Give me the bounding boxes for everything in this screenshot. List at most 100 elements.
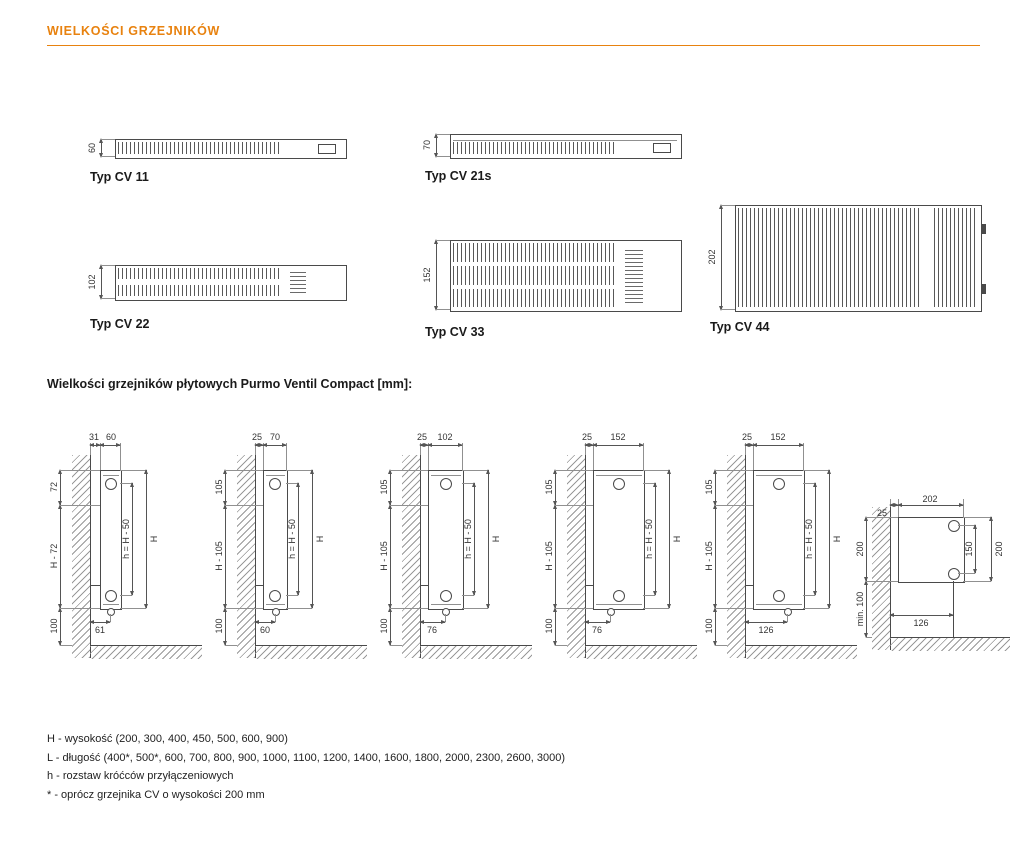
ext-line <box>866 517 898 518</box>
ext-line <box>120 483 132 484</box>
ext-line <box>101 298 115 299</box>
dim-line <box>744 443 754 447</box>
radiator-body <box>100 470 122 610</box>
dim-line <box>713 504 717 609</box>
conn-span-label: 150 <box>964 541 974 557</box>
fin-pattern <box>738 208 977 307</box>
cross-section-cv11: 60 Typ CV 11 <box>85 130 355 200</box>
connection-circle <box>948 568 960 580</box>
total-height-label: H <box>491 535 501 543</box>
ext-line <box>225 608 263 609</box>
dim-line <box>864 580 868 638</box>
depth-dim-label: 60 <box>87 142 97 154</box>
ext-line <box>255 443 256 455</box>
gap-dim-label: 31 <box>88 432 100 442</box>
floor-hatch <box>255 645 367 659</box>
ext-line <box>100 443 101 470</box>
radiator-body <box>428 470 464 610</box>
wall-hatch <box>72 455 91 658</box>
ext-line <box>120 443 121 470</box>
ext-line <box>643 595 655 596</box>
wall-hatch <box>402 455 421 658</box>
ext-line <box>462 595 474 596</box>
connection-circle <box>105 590 117 602</box>
fin-pattern <box>118 142 282 154</box>
top-offset-label: 105 <box>544 479 554 495</box>
ext-line <box>420 443 421 455</box>
radiator-top-view <box>450 240 682 312</box>
ext-line <box>60 645 72 646</box>
cross-section-cv33: 152 Typ CV 33 <box>420 230 690 339</box>
dim-line <box>827 469 831 609</box>
panel-divider <box>103 475 119 476</box>
ext-line <box>101 156 115 157</box>
fin-pattern <box>118 285 282 296</box>
ext-line <box>445 614 446 622</box>
panel-divider <box>103 604 119 605</box>
dim-line <box>653 482 657 596</box>
conn-offset-label: 76 <box>426 625 438 635</box>
ext-line <box>721 309 735 310</box>
drain-stub <box>272 608 280 616</box>
ext-line <box>390 470 428 471</box>
floor-hatch <box>745 645 857 659</box>
dim-line <box>99 138 103 158</box>
dim-line <box>130 482 134 596</box>
ext-line <box>436 240 450 241</box>
dim-line <box>553 607 557 646</box>
ext-line <box>225 645 237 646</box>
side-view-cv11: 31 60 72 H - 72 100 h = H - 50 H 61 <box>49 425 215 675</box>
gap-dim-label: 25 <box>741 432 753 442</box>
drain-stub <box>784 608 792 616</box>
dim-line <box>864 516 868 582</box>
ext-line <box>866 637 872 638</box>
ext-line <box>390 608 428 609</box>
ext-line <box>721 205 735 206</box>
fin-pattern <box>453 243 617 262</box>
height-span-label: H - 105 <box>704 541 714 571</box>
dim-line <box>973 524 977 574</box>
dim-line <box>553 504 557 609</box>
ext-line <box>555 608 593 609</box>
ext-line <box>555 505 593 506</box>
ext-line <box>555 645 567 646</box>
wall-hatch <box>727 455 746 658</box>
connector-nub <box>981 284 986 294</box>
ext-line <box>803 608 829 609</box>
radiator-top-view <box>115 139 347 159</box>
radiator-top-view <box>450 134 682 159</box>
valve-detail <box>653 143 671 153</box>
ext-line <box>585 443 586 455</box>
ext-line <box>462 483 474 484</box>
dim-line <box>99 443 121 447</box>
depth-dim-label: 202 <box>922 494 938 504</box>
radiator-body <box>753 470 805 610</box>
ext-line <box>643 470 669 471</box>
legend-line-footnote: * - oprócz grzejnika CV o wysokości 200 … <box>47 788 265 801</box>
ext-line <box>745 443 746 455</box>
conn-offset-label: 60 <box>259 625 271 635</box>
ext-line <box>643 608 669 609</box>
dim-line <box>89 620 111 624</box>
depth-dim-label: 70 <box>422 139 432 151</box>
panel-divider <box>266 604 285 605</box>
connection-circle <box>269 478 281 490</box>
dim-line <box>419 443 429 447</box>
conn-offset-label: 126 <box>913 618 929 628</box>
page-title: WIELKOŚCI GRZEJNIKÓW <box>47 24 221 38</box>
depth-dim-label: 152 <box>422 267 432 283</box>
total-height-label: H <box>832 535 842 543</box>
ext-line <box>963 499 964 517</box>
height-label: 200 <box>855 541 865 557</box>
ext-line <box>715 608 753 609</box>
dim-line <box>58 469 62 506</box>
ext-line <box>958 525 975 526</box>
dim-line <box>744 620 788 624</box>
connection-circle <box>613 590 625 602</box>
ext-line <box>60 608 100 609</box>
section-title: Wielkości grzejników płytowych Purmo Ven… <box>47 377 413 391</box>
connection-circle <box>773 478 785 490</box>
dim-line <box>144 469 148 609</box>
panel-divider <box>266 475 285 476</box>
